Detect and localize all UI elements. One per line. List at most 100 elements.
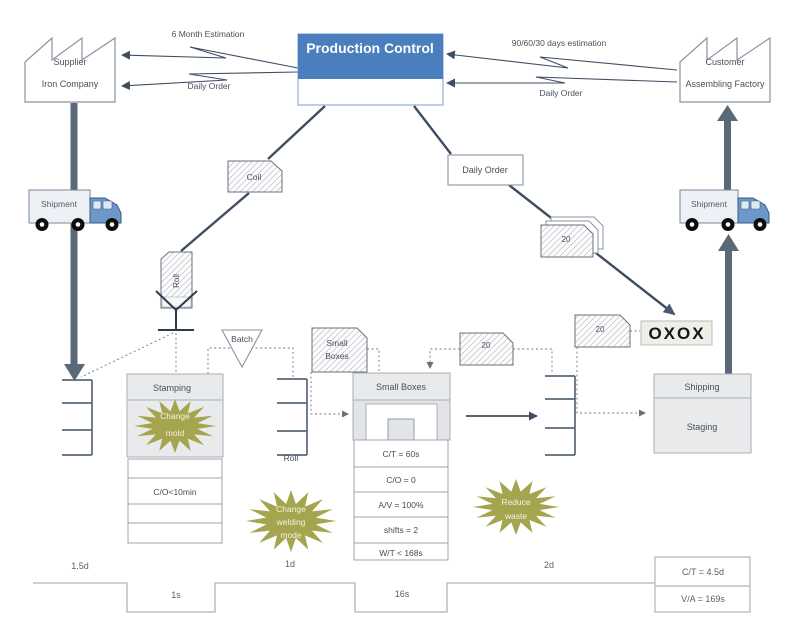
- burst-text-line: welding: [276, 517, 306, 527]
- burst-shape: [473, 479, 559, 535]
- kanban-flow-roll-to-queue[interactable]: [80, 332, 174, 378]
- kanban-card-20-mid[interactable]: 20: [459, 332, 514, 366]
- burst-shape: [134, 399, 216, 453]
- kanban-flow-to-staging[interactable]: [576, 347, 646, 417]
- production-control-box[interactable]: Production Control: [297, 33, 444, 106]
- connector-coil-to-roll[interactable]: [180, 192, 250, 252]
- kanban-flow-20-to-smallboxes[interactable]: [426, 348, 460, 369]
- kanban-flow-card-top[interactable]: [367, 348, 380, 371]
- table-row: shifts = 2: [384, 525, 419, 535]
- burst-text-line: Change: [276, 504, 306, 514]
- kanban-card-20-right[interactable]: 20: [574, 314, 631, 348]
- timeline-path: [33, 582, 655, 613]
- shipment-truck-right[interactable]: Shipment: [679, 189, 770, 231]
- total-lead-time-label: C/T = 4.5d: [682, 567, 724, 577]
- info-flow-daily-order-left[interactable]: [121, 71, 299, 91]
- roll-stand-icon: [155, 290, 198, 331]
- staging-label: Staging: [687, 422, 718, 432]
- roll-card-base: [161, 296, 192, 308]
- truck-window-icon: [92, 200, 102, 210]
- kanban-card-shape: [574, 314, 631, 348]
- kanban-20-stack-label: 20: [562, 235, 571, 244]
- truck-wheels-icon: [35, 218, 119, 231]
- roll-queue-label: Roll: [284, 453, 299, 463]
- shipment-truck-left[interactable]: Shipment: [28, 189, 122, 231]
- kanban-flow-card-to-smallboxes[interactable]: [310, 372, 349, 418]
- process-data-table[interactable]: C/T = 60s C/O = 0 A/V = 100% shifts = 2 …: [353, 439, 449, 561]
- heijunka-box[interactable]: OXOX: [640, 320, 713, 346]
- shipping-title: Shipping: [684, 382, 719, 392]
- info-flow-days-estimation[interactable]: [446, 50, 678, 71]
- kanban-20-right-label: 20: [596, 325, 605, 334]
- coil-kanban-card[interactable]: Coil: [227, 160, 283, 193]
- kanban-stack-20[interactable]: 20: [540, 216, 604, 258]
- roll-card-label: Roll: [172, 274, 181, 288]
- table-row: A/V = 100%: [378, 500, 424, 510]
- connector-pc-to-daily-order[interactable]: [413, 105, 452, 155]
- burst-text-line: mold: [166, 428, 185, 438]
- workcell-icon: [352, 399, 451, 441]
- burst-text-line: Reduce: [501, 497, 531, 507]
- small-boxes-kanban-card[interactable]: Small Boxes: [311, 327, 368, 373]
- small-boxes-card-line2: Boxes: [325, 351, 349, 361]
- table-row: C/T = 60s: [383, 449, 420, 459]
- factory-icon: [24, 36, 116, 103]
- burst-text-line: Change: [160, 411, 190, 421]
- customer-company-label: Assembling Factory: [685, 79, 765, 89]
- small-boxes-title: Small Boxes: [376, 382, 427, 392]
- daily-order-box[interactable]: Daily Order: [447, 154, 524, 186]
- customer-factory[interactable]: Customer Assembling Factory: [679, 36, 771, 103]
- truck-window-icon: [740, 200, 750, 210]
- daily-order-right-label: Daily Order: [540, 88, 583, 98]
- process-time-2-label: 16s: [395, 589, 410, 599]
- small-boxes-process[interactable]: Small Boxes: [352, 372, 451, 441]
- inventory-queue-right[interactable]: [545, 375, 576, 456]
- kanban-card-shape: [459, 332, 514, 366]
- info-flow-six-month[interactable]: [121, 46, 299, 69]
- kanban-flow-20-to-queue[interactable]: [513, 348, 553, 374]
- shipping-process[interactable]: Shipping Staging: [653, 373, 752, 454]
- daily-order-box-label: Daily Order: [462, 165, 508, 175]
- info-flow-daily-order-right[interactable]: [446, 76, 678, 88]
- batch-label: Batch: [231, 334, 253, 344]
- factory-icon: [679, 36, 771, 103]
- shipping-frame: [653, 373, 752, 454]
- shipment-arrow-left[interactable]: [64, 103, 85, 381]
- lead-time-2-label: 1d: [285, 559, 295, 569]
- timeline-totals-box: [654, 556, 751, 613]
- stack-card-front: [540, 224, 594, 258]
- truck-window-icon: [750, 200, 761, 210]
- truck-window-icon: [102, 200, 113, 210]
- kanban-card-shape: [227, 160, 283, 193]
- timeline[interactable]: 1.5d 1s 1d 16s 2d C/T = 4.5d V/A = 169s: [33, 556, 751, 613]
- stamping-data-table[interactable]: C/O<10min: [127, 458, 223, 544]
- kaizen-burst-change-welding[interactable]: Change welding mode: [246, 490, 336, 552]
- table-row: C/O<10min: [153, 487, 196, 497]
- truck-wheels-icon: [685, 218, 767, 231]
- kanban-20-mid-label: 20: [482, 341, 491, 350]
- table-row: W/T < 168s: [379, 548, 423, 558]
- shipment-left-label: Shipment: [41, 199, 78, 209]
- shipment-arrow-right-lower[interactable]: [718, 234, 739, 374]
- heijunka-frame: [640, 320, 713, 346]
- table-frame: [353, 439, 449, 561]
- batch-kanban-post[interactable]: Batch: [221, 329, 263, 369]
- production-control-title: Production Control: [306, 40, 434, 56]
- burst-text-line: mode: [280, 530, 302, 540]
- inventory-queue-middle[interactable]: [277, 378, 308, 456]
- roll-material-station[interactable]: Roll: [155, 251, 198, 331]
- kaizen-burst-reduce-waste[interactable]: Reduce waste: [473, 479, 559, 535]
- inventory-queue-left[interactable]: [62, 379, 93, 456]
- supplier-factory[interactable]: Supplier Iron Company: [24, 36, 116, 103]
- connector-pc-to-coil[interactable]: [267, 105, 326, 160]
- kaizen-burst-change-mold[interactable]: Change mold: [134, 399, 216, 453]
- burst-text-line: waste: [504, 511, 527, 521]
- shipment-arrow-right-upper[interactable]: [717, 105, 738, 190]
- small-boxes-card-line1: Small: [326, 338, 347, 348]
- supplier-name-label: Supplier: [53, 57, 86, 67]
- coil-card-label: Coil: [247, 172, 262, 182]
- shipment-right-label: Shipment: [691, 199, 728, 209]
- kanban-card-shape: [311, 327, 368, 373]
- daily-order-frame: [447, 154, 524, 186]
